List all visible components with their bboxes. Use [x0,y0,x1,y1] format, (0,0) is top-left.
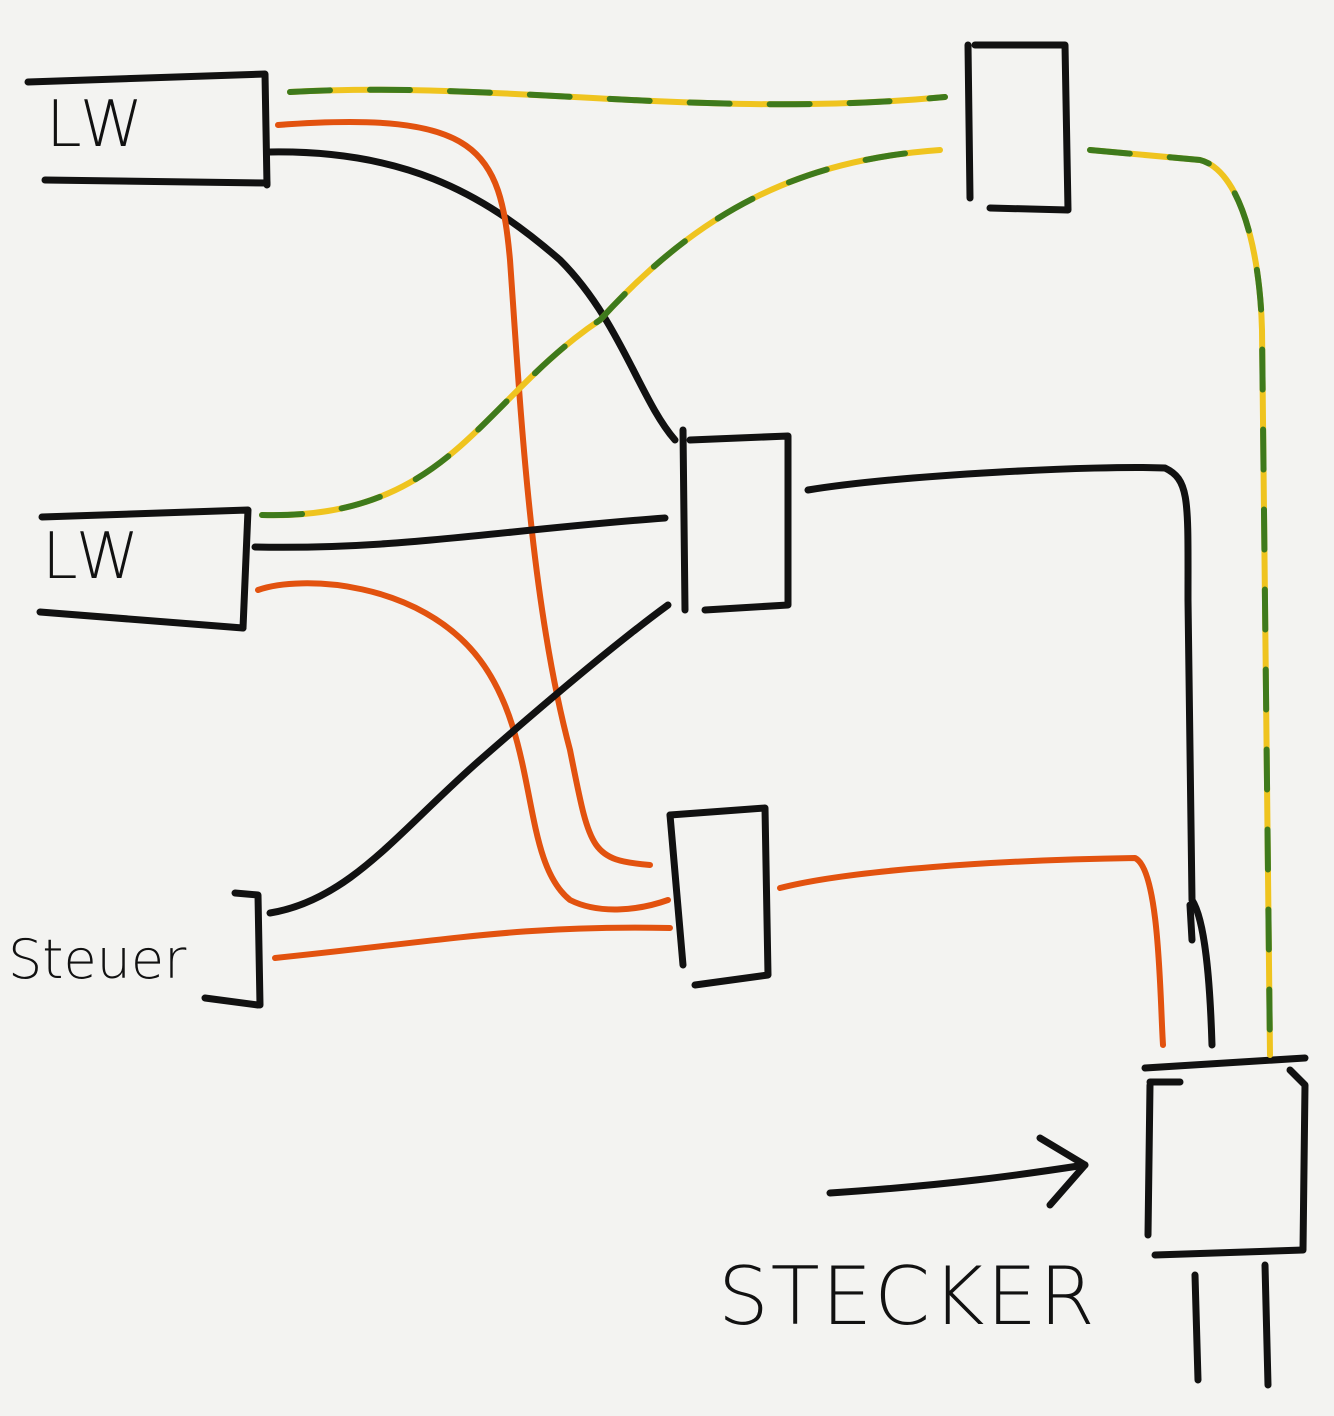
wire-black-steuer [266,601,672,917]
steuer-label: Steuer [8,928,187,991]
lw-middle-label: LW [42,520,144,594]
wire-black-lw-top [266,148,679,444]
wire-orange-lw-top [275,119,653,868]
top-right-block [964,41,1072,214]
lower-block [666,804,772,989]
wire-black-stub [1186,901,1196,944]
wire-ground-lw-top [287,86,948,108]
stecker-label: STECKER [718,1250,1097,1343]
lw-middle-connector [36,506,252,632]
wire-ground-lw-middle [259,147,943,519]
wire-ground-to-stecker [1087,147,1273,1058]
wire-black-to-stecker [804,463,1216,1049]
stecker-plug [1141,1054,1309,1389]
wire-orange-lw-middle [255,580,671,913]
wire-orange-steuer [272,924,673,961]
lw-top-connector [24,70,271,189]
middle-block [679,426,792,614]
steuer-connector [201,889,264,1009]
wire-black-lw-middle [251,514,669,551]
lw-top-label: LW [46,88,148,162]
arrow-icon [826,1134,1089,1209]
wire-orange-to-stecker [777,855,1166,1048]
